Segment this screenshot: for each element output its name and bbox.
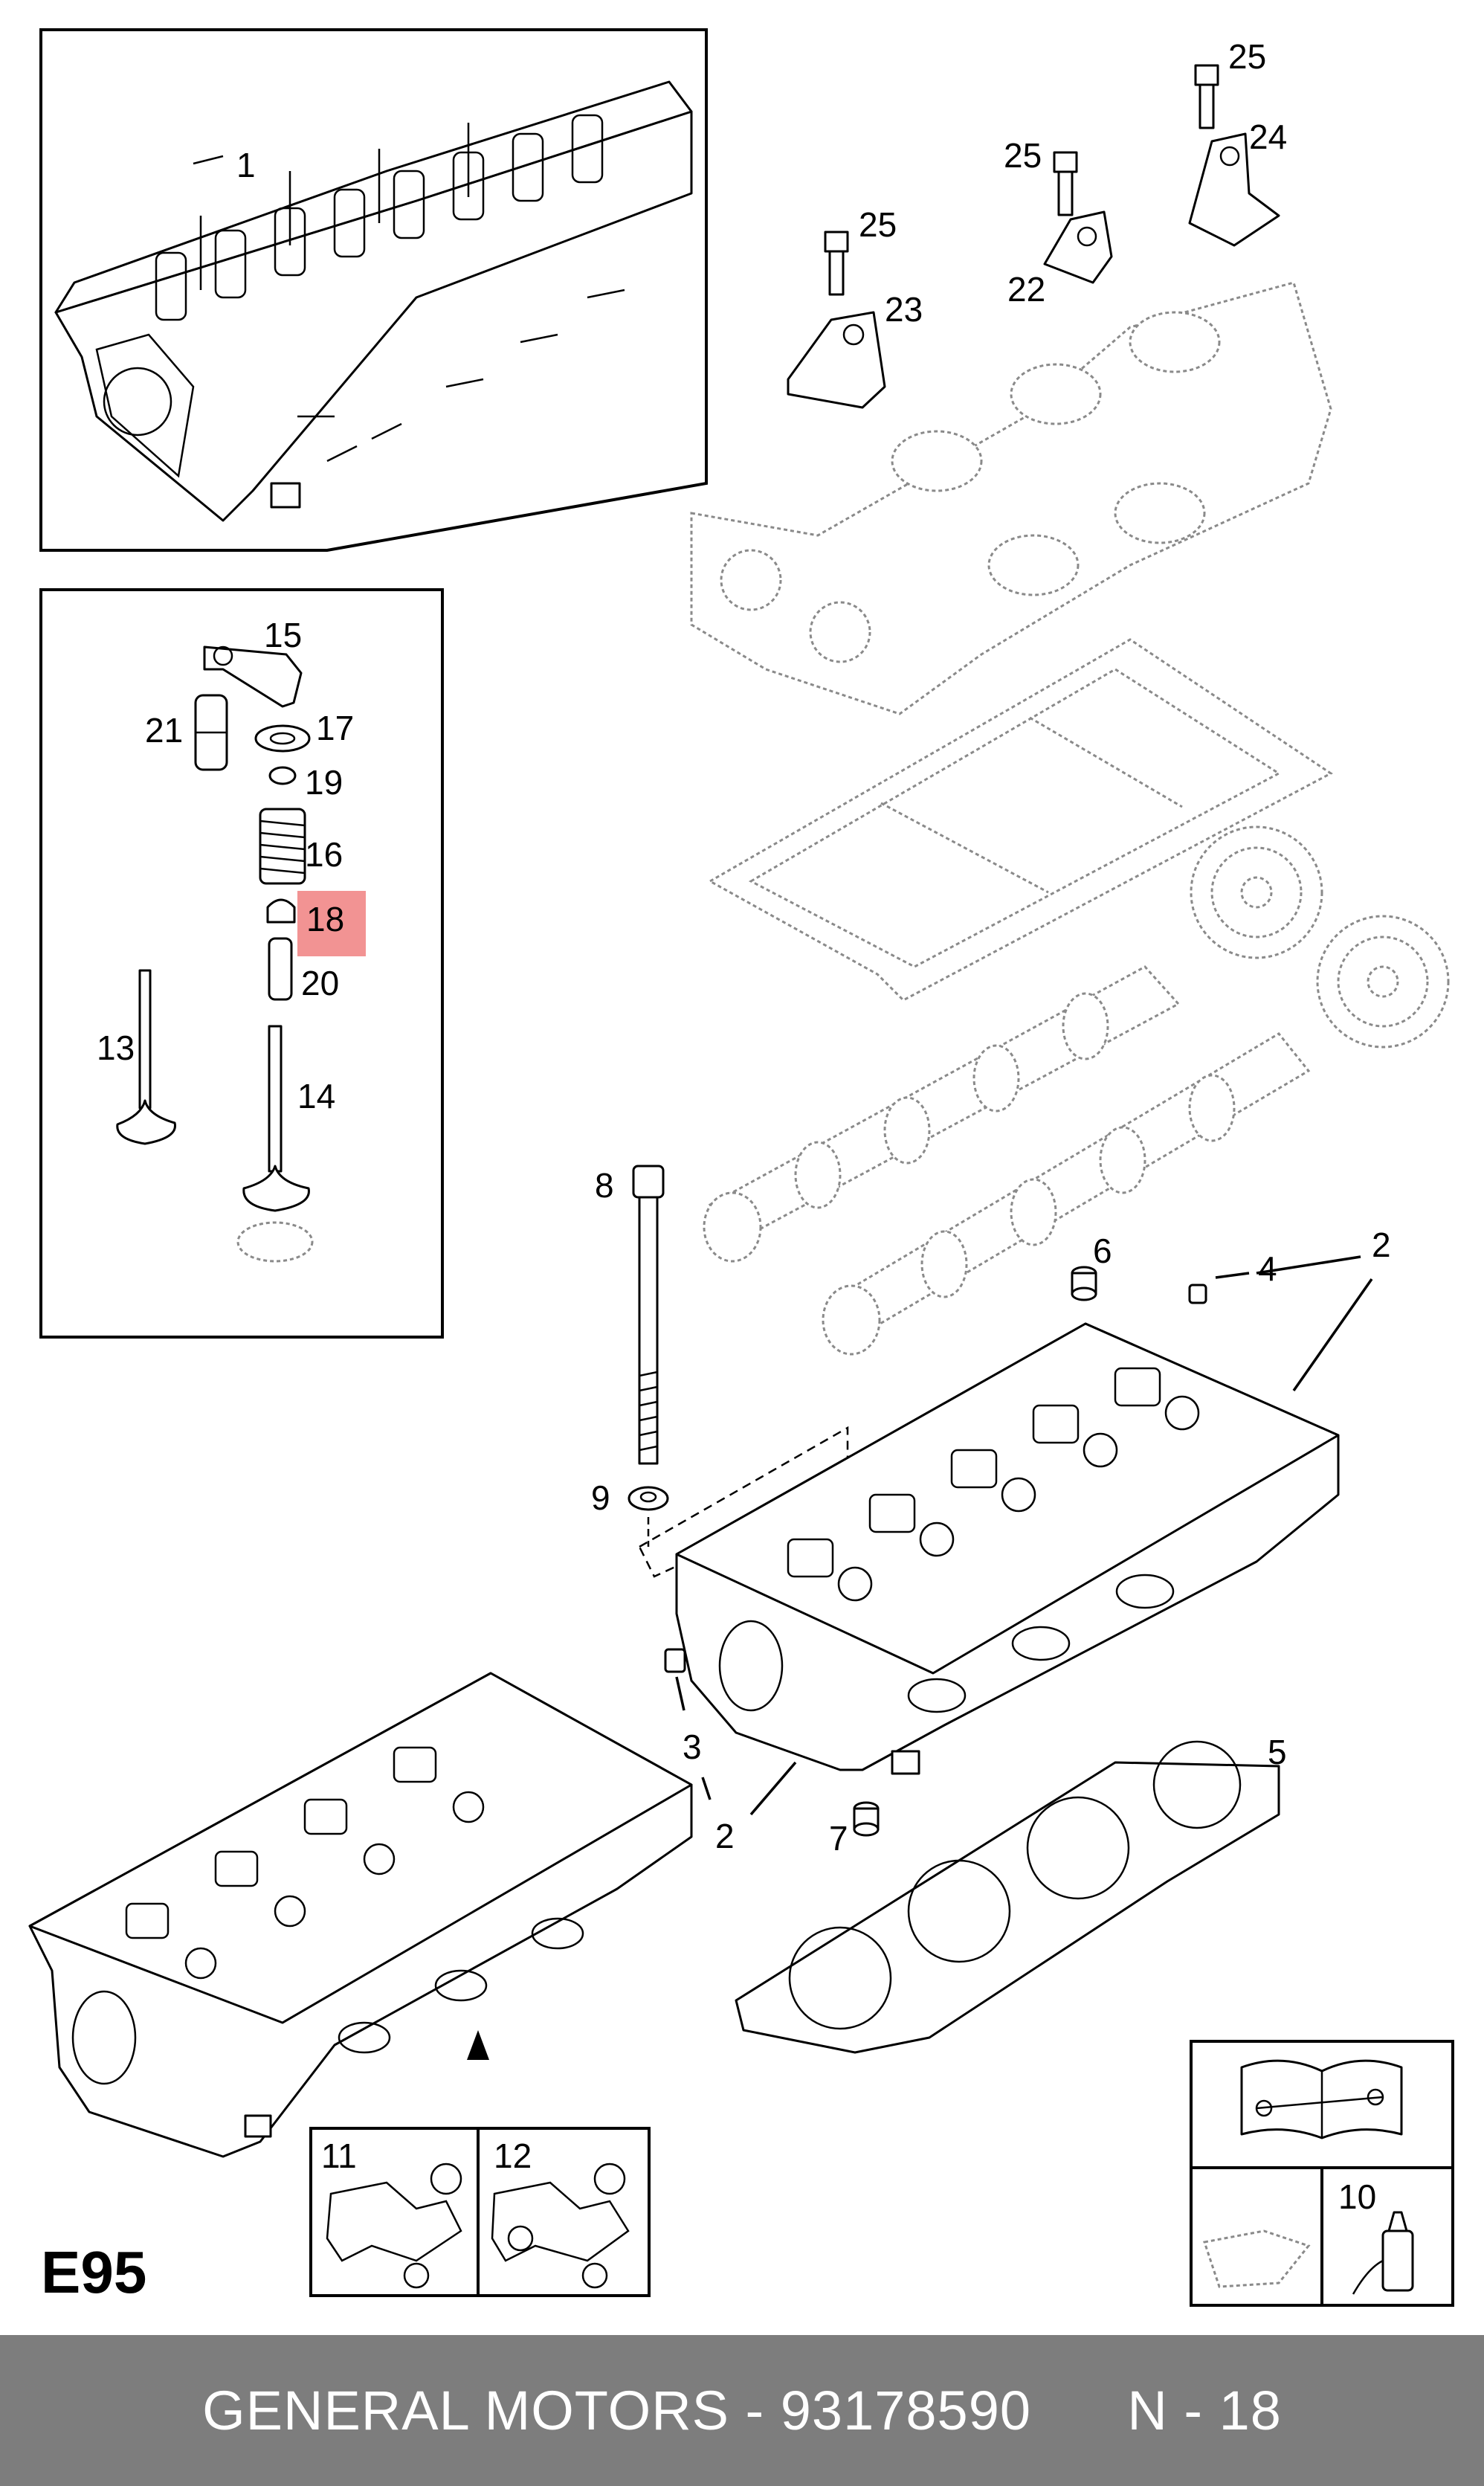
bracket-23: [787, 311, 886, 409]
callout-13: 13: [97, 1028, 135, 1067]
callout-2: 2: [1372, 1226, 1391, 1264]
valve-collet-19: [268, 766, 297, 785]
oil-can-icon: [1203, 2229, 1311, 2288]
callout-19: 19: [305, 763, 343, 802]
head-assembly-box: 1: [39, 28, 708, 552]
manual-book-icon: [1240, 2059, 1403, 2139]
callout-6: 6: [1093, 1231, 1112, 1270]
leader-lines-2: [749, 1255, 1373, 1816]
plug-3: [664, 1648, 712, 1800]
footer-brand: GENERAL MOTORS: [202, 2380, 729, 2441]
callout-21: 21: [145, 711, 183, 750]
detail-12-illustration: [491, 2163, 630, 2289]
camshaft-gears: [1190, 825, 1450, 1049]
bolt-25-c: [824, 231, 849, 296]
callout-8: 8: [595, 1166, 614, 1205]
highlight-box: [297, 891, 366, 956]
camshafts: [703, 965, 1311, 1356]
detail-box-11-12: [309, 2127, 651, 2297]
rocker-arm-15: [203, 645, 303, 708]
callout-16: 16: [305, 835, 343, 874]
plug-4: [1188, 1272, 1250, 1304]
exploded-parts-diagram: 1 15 21 17 19: [28, 28, 1454, 2307]
hydraulic-lifter-21: [194, 694, 228, 771]
callout-17: 17: [316, 709, 354, 747]
callout-25: 25: [859, 205, 897, 244]
footer-part-number: 93178590: [780, 2380, 1032, 2441]
valve-spring-16: [259, 808, 306, 885]
bolt-25-a: [1194, 64, 1219, 129]
callout-25: 25: [1004, 136, 1042, 175]
intake-camshaft: [703, 965, 1181, 1263]
cylinder-head-assembly-illustration: [54, 80, 693, 522]
camshaft-carrier: [690, 281, 1332, 715]
diagram-code: E95: [41, 2239, 147, 2305]
footer-position: N - 18: [1127, 2380, 1282, 2441]
cylinder-head-bare: [28, 1672, 693, 2158]
callout-12: 12: [494, 2136, 532, 2175]
service-icons-box: [1190, 2040, 1454, 2307]
valve-parts-box: 15 21 17 19 16: [39, 588, 444, 1339]
dowel-6: [1071, 1266, 1097, 1301]
cylinder-head-2: [638, 1322, 1340, 1775]
dowel-7: [853, 1801, 880, 1837]
exhaust-valve-14: [236, 1025, 314, 1263]
head-bolt-8: [632, 1165, 665, 1465]
footer-gap: [1031, 2379, 1127, 2442]
washer-9: [628, 1486, 669, 1547]
callout-4: 4: [1258, 1249, 1277, 1288]
callout-9: 9: [591, 1478, 610, 1517]
callout-14: 14: [297, 1077, 335, 1115]
head-gasket-5: [735, 1740, 1280, 2054]
callout-1: 1: [236, 146, 256, 184]
callout-22: 22: [1007, 270, 1045, 309]
callout-2: 2: [715, 1817, 735, 1855]
sealant-bottle-icon: [1352, 2211, 1414, 2295]
callout-11: 11: [321, 2136, 357, 2175]
exhaust-camshaft: [822, 1032, 1311, 1356]
callout-20: 20: [301, 964, 339, 1002]
callout-5: 5: [1268, 1733, 1287, 1771]
cam-cover-gasket: [707, 638, 1333, 1002]
callout-7: 7: [829, 1819, 848, 1858]
footer-bar: GENERAL MOTORS - 93178590 N - 18: [0, 2335, 1484, 2486]
callout-3: 3: [683, 1727, 702, 1766]
callout-10: 10: [1338, 2177, 1376, 2216]
callout-24: 24: [1249, 117, 1287, 156]
spring-seat-17: [254, 724, 311, 753]
valve-stem-seal-18: [266, 898, 296, 924]
bolt-25-b: [1053, 151, 1078, 216]
detail-11-illustration: [326, 2163, 462, 2289]
bracket-22: [1043, 210, 1113, 284]
callout-23: 23: [885, 290, 923, 329]
brackets-and-bolts: 25 25 25 24 22 23: [787, 37, 1287, 409]
valve-guide-20: [268, 937, 293, 1001]
footer-separator: -: [729, 2380, 781, 2441]
callout-15: 15: [264, 616, 302, 654]
callout-25: 25: [1228, 37, 1266, 76]
callout-18: 18: [306, 900, 344, 938]
bracket-24: [1188, 132, 1280, 247]
intake-valve-13: [116, 969, 176, 1145]
